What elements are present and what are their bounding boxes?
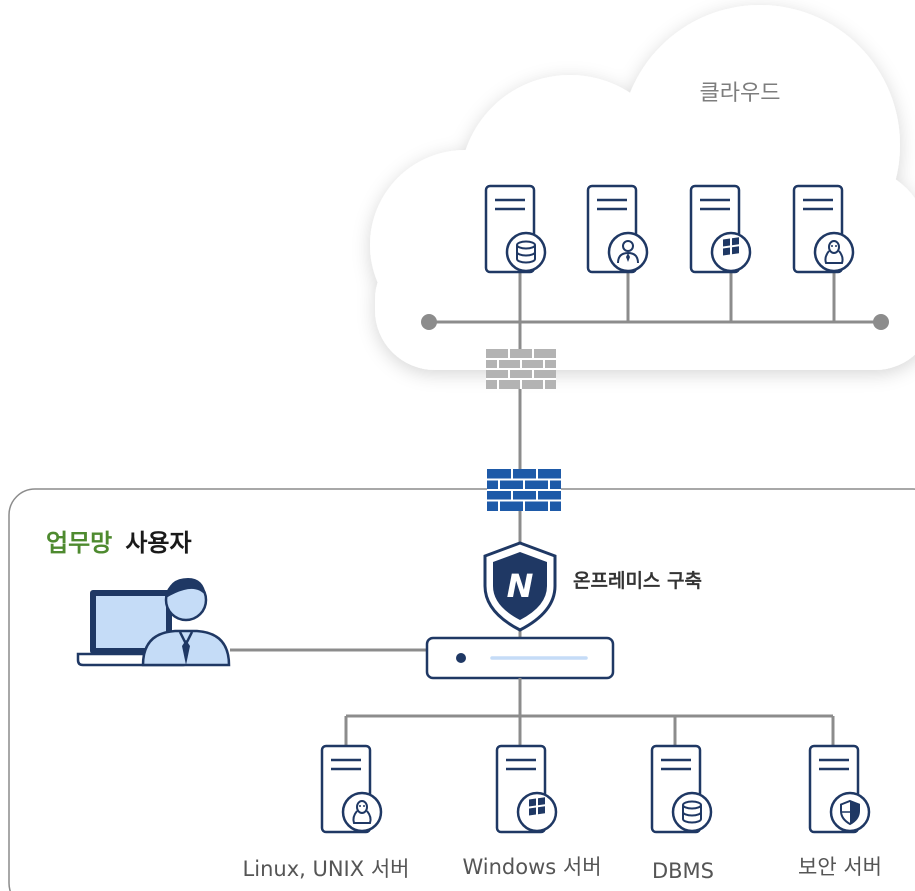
- cloud-server-linux: [792, 184, 855, 274]
- person-icon: [141, 578, 231, 667]
- shield-letter: N: [507, 567, 534, 605]
- onprem-title: 업무망 사용자: [46, 529, 192, 557]
- cloud-firewall-icon: [486, 349, 556, 389]
- shield-icon: [829, 791, 871, 833]
- user-laptop-icon: [76, 578, 231, 667]
- server-windows: [495, 744, 558, 834]
- windows-icon: [710, 231, 752, 273]
- server-dbms: [650, 744, 713, 834]
- server-label-linux: Linux, UNIX 서버: [243, 857, 410, 881]
- gateway-appliance-icon: [425, 636, 615, 680]
- server-label-security: 보안 서버: [798, 855, 882, 879]
- server-tree-lines: [344, 678, 835, 752]
- windows-icon: [516, 791, 558, 833]
- server-security: [808, 744, 871, 834]
- cloud-server-windows: [689, 184, 752, 274]
- server-label-dbms: DBMS: [652, 859, 714, 883]
- linux-icon: [341, 791, 383, 833]
- onprem-zone: [8, 488, 915, 891]
- title-prefix: 업무망: [46, 529, 112, 557]
- bus-endpoint-left: [421, 314, 437, 330]
- database-icon: [505, 231, 547, 273]
- cloud-label: 클라우드: [700, 81, 781, 106]
- server-linux: [320, 744, 383, 834]
- bus-endpoint-right: [873, 314, 889, 330]
- title-suffix: 사용자: [125, 529, 191, 557]
- linux-icon: [813, 231, 855, 273]
- user-icon: [607, 231, 649, 273]
- cloud-server-user: [586, 184, 649, 274]
- cloud-network-bus: [429, 268, 881, 324]
- server-label-windows: Windows 서버: [462, 855, 601, 879]
- onprem-build-label: 온프레미스 구축: [573, 570, 702, 592]
- database-icon: [671, 791, 713, 833]
- security-shield-icon: N: [483, 541, 557, 632]
- onprem-firewall-icon: [487, 469, 561, 511]
- cloud-server-database: [484, 184, 547, 274]
